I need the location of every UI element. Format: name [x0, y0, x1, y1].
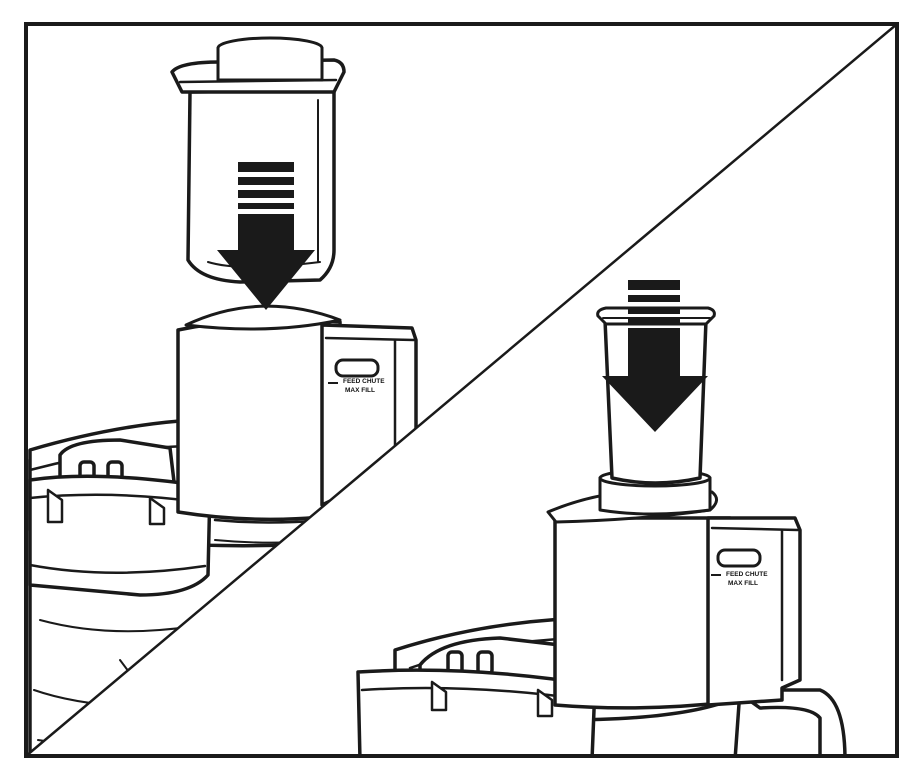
max-fill-marker	[711, 574, 721, 576]
scene-divider	[25, 23, 898, 757]
feed-chute-housing	[553, 516, 732, 710]
scene-large-pusher	[28, 36, 418, 756]
feed-chute-label: FEED CHUTE	[343, 378, 385, 385]
max-fill-marker	[328, 382, 338, 384]
feed-chute-side-panel	[320, 323, 418, 507]
outer-frame	[24, 22, 899, 758]
feed-chute-label: FEED CHUTE	[726, 571, 768, 578]
feed-chute-side-panel	[706, 516, 802, 707]
feed-chute-housing	[176, 318, 342, 522]
scene-small-pusher	[356, 306, 847, 756]
large-pusher	[170, 36, 346, 284]
max-fill-label: MAX FILL	[728, 580, 758, 587]
bowl-handle	[733, 688, 847, 756]
down-arrow-icon	[217, 162, 315, 310]
down-arrow-icon	[602, 280, 708, 432]
max-fill-label: MAX FILL	[345, 387, 375, 394]
